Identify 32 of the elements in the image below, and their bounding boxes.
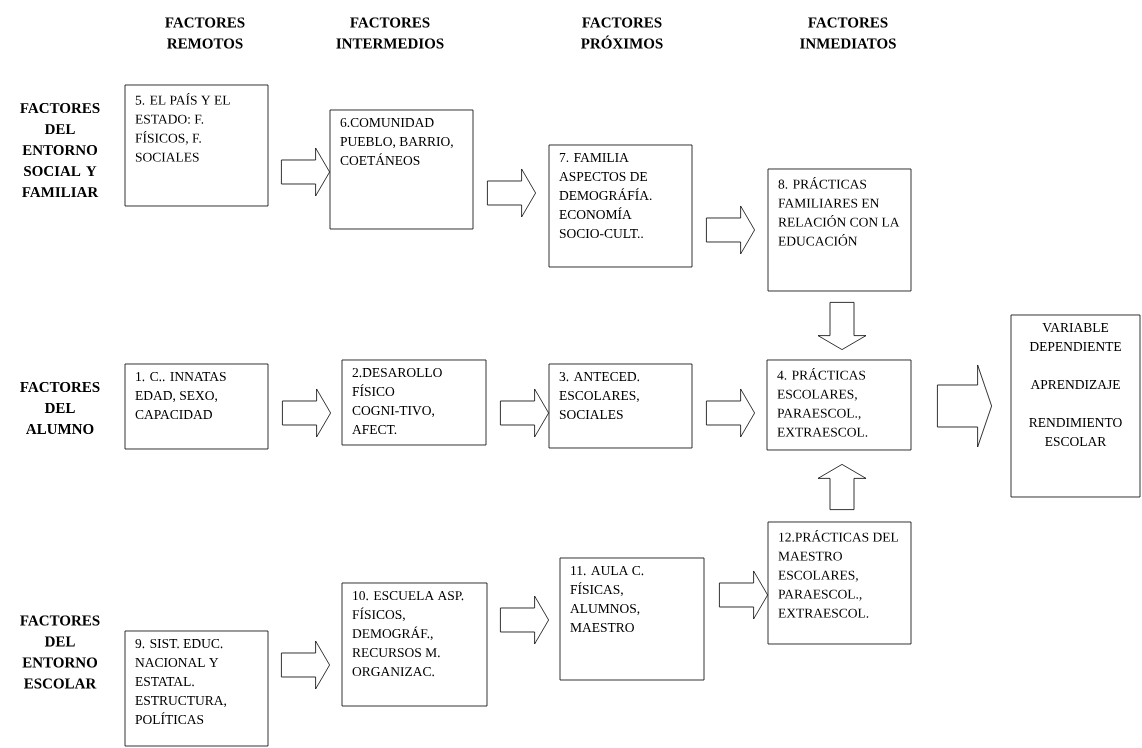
- block-arrow: [817, 464, 867, 510]
- factor-box: 12.PRÁCTICAS DEL MAESTRO ESCOLARES, PARAESCOL., EXTRAESCOL.: [767, 521, 912, 645]
- factor-box: 2.DESAROLLO FÍSICO COGNI-TIVO, AFECT.: [341, 359, 487, 446]
- factor-box: 9. SIST. EDUC. NACIONAL Y ESTATAL. ESTRUCTURA, POLÍTICAS: [124, 630, 269, 747]
- block-arrow: [281, 640, 330, 690]
- block-arrow: [706, 205, 755, 255]
- factor-box: VARIABLE DEPENDIENTE APRENDIZAJE RENDIMIENTO ESCOLAR: [1010, 314, 1141, 498]
- block-arrow: [500, 595, 549, 645]
- block-arrow: [817, 302, 867, 350]
- row-header: FACTORES DEL ENTORNO SOCIAL Y FAMILIAR: [20, 103, 100, 197]
- block-arrow: [500, 388, 549, 438]
- factor-box: 4. PRÁCTICAS ESCOLARES, PARAESCOL., EXTRAESCOL.: [766, 359, 912, 451]
- row-header: FACTORES DEL ALUMNO: [20, 381, 100, 435]
- block-arrow: [719, 570, 768, 620]
- block-arrow: [487, 168, 536, 218]
- factor-box: 5. EL PAÍS Y EL ESTADO: F. FÍSICOS, F. SOCIALES: [124, 84, 269, 207]
- factor-box: 1. C.. INNATAS EDAD, SEXO, CAPACIDAD: [124, 363, 269, 450]
- factor-box: 6.COMUNIDAD PUEBLO, BARRIO, COETÁNEOS: [329, 109, 474, 230]
- factor-box: 8. PRÁCTICAS FAMILIARES EN RELACIÓN CON LA EDUCACIÓN: [767, 168, 912, 292]
- column-header: FACTORES PRÓXIMOS: [581, 17, 663, 49]
- block-arrow: [281, 147, 330, 197]
- column-header: FACTORES INTERMEDIOS: [336, 17, 444, 49]
- column-header: FACTORES REMOTOS: [165, 17, 245, 49]
- factor-box: 3. ANTECED. ESCOLARES, SOCIALES: [548, 363, 693, 449]
- column-header: FACTORES INMEDIATOS: [800, 17, 896, 49]
- factor-box: 10. ESCUELA ASP. FÍSICOS, DEMOGRÁF., RECURSOS M. ORGANIZAC.: [341, 582, 488, 707]
- row-header: FACTORES DEL ENTORNO ESCOLAR: [20, 615, 100, 689]
- factor-box: 11. AULA C. FÍSICAS, ALUMNOS, MAESTRO: [559, 557, 705, 681]
- block-arrow: [282, 388, 331, 438]
- block-arrow: [706, 388, 755, 438]
- block-arrow: [937, 364, 992, 448]
- factor-box: 7. FAMILIA ASPECTOS DE DEMOGRÁFÍA. ECONOMÍA SOCIO-CULT..: [548, 144, 693, 268]
